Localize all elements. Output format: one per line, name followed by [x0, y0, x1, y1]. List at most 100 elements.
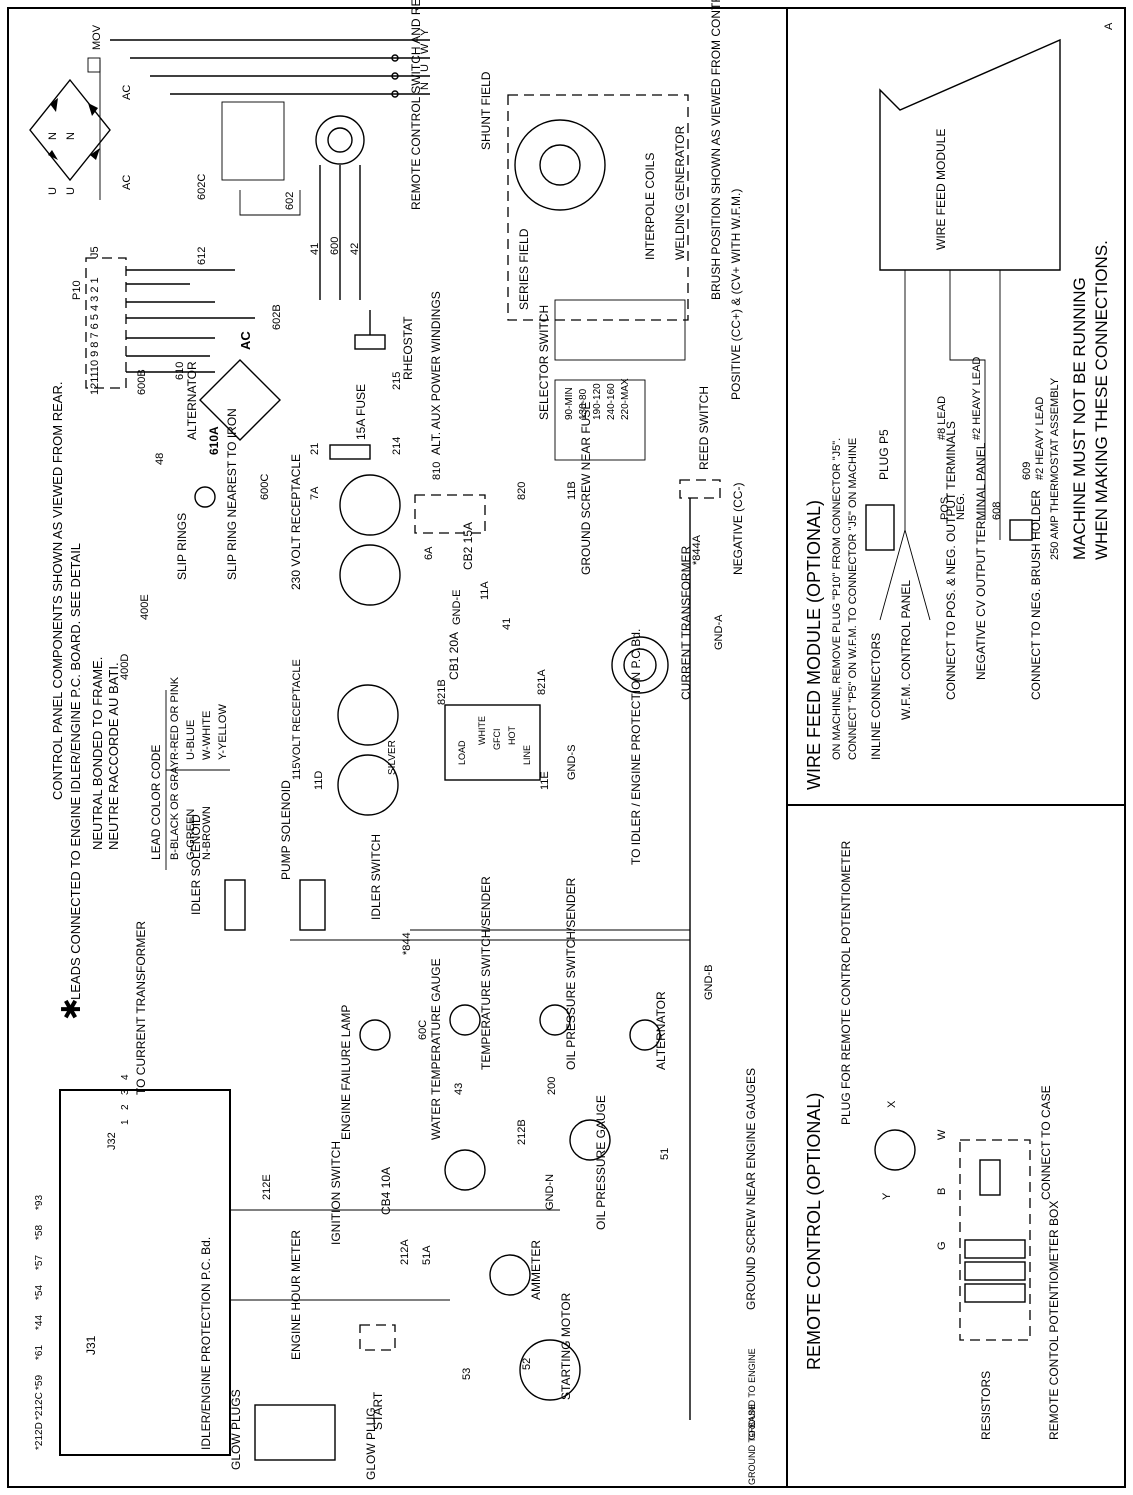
water-temp-gauge-label: WATER TEMPERATURE GAUGE	[429, 958, 443, 1140]
wire-48: 48	[154, 453, 166, 465]
engine-alternator-label: ALTERNATOR	[654, 991, 668, 1070]
wire-11e: 11E	[539, 771, 551, 790]
color-r: R-RED OR PINK	[169, 676, 181, 760]
warning-line-1: MACHINE MUST NOT BE RUNNING	[1070, 277, 1089, 560]
color-code-title: LEAD COLOR CODE	[149, 745, 163, 860]
wire-600: 600	[329, 237, 341, 255]
engine-failure-lamp-label: ENGINE FAILURE LAMP	[339, 1005, 353, 1140]
glow-plugs-label: GLOW PLUGS	[229, 1389, 243, 1470]
wire-43: 43	[453, 1083, 465, 1095]
color-b: B-BLACK OR GRAY	[169, 759, 181, 860]
series-field-label: SERIES FIELD	[517, 228, 531, 310]
wire-212b: 212B	[516, 1119, 528, 1145]
cb1-label: CB1 20A	[447, 632, 461, 680]
color-y: Y-YELLOW	[217, 704, 229, 760]
wire-600b: 600B	[136, 369, 148, 395]
connect-brush-label: CONNECT TO NEG. BRUSH HOLDER	[1029, 490, 1043, 700]
wire-212e: 212E	[261, 1174, 273, 1200]
engine-hour-meter-label: ENGINE HOUR METER	[289, 1230, 303, 1360]
wire-41-ground: 41	[501, 618, 513, 630]
ground-base-label: GROUND TO BASE	[747, 1404, 757, 1485]
wire-200: 200	[546, 1077, 558, 1095]
wire-600c: 600C	[259, 474, 271, 500]
wire-gnd-e: GND-E	[451, 590, 463, 625]
gfci-gfci: GFCI	[492, 729, 502, 751]
wire-feed-instruction-2: CONNECT "P5" ON W.F.M. TO CONNECTOR "J5"…	[847, 438, 859, 760]
receptacle-115v: CB1 20A 115VOLT RECEPTACLE SILVER LOAD W…	[119, 453, 578, 816]
idler-switch-label: IDLER SWITCH	[369, 834, 383, 920]
selector-pos-5: 220-MAX	[620, 378, 631, 420]
ground-screw-fuse-label: GROUND SCREW NEAR FUSE	[579, 402, 593, 575]
wire-821a: 821A	[536, 669, 548, 695]
remote-control-receptacle: REMOTE CONTROL SWITCH AND RECEPTACLE 602…	[221, 0, 423, 300]
p10-label: P10	[71, 280, 83, 300]
lead-2-label: #2 HEAVY LEAD	[971, 357, 983, 440]
remote-plug-label: PLUG FOR REMOTE CONTROL POTENTIOMETER	[839, 840, 853, 1125]
receptacle-230v-label: 230 VOLT RECEPTACLE	[289, 454, 303, 590]
oil-pressure-gauge-label: OIL PRESSURE GAUGE	[594, 1095, 608, 1230]
mov-bridge: MOV AC AC	[29, 24, 133, 200]
wire-609-label: 609	[1021, 462, 1033, 480]
wire-u-left-1: U	[47, 187, 59, 195]
to-idler-label: TO IDLER / ENGINE PROTECTION P.C.Bd.	[629, 629, 643, 865]
selector-switch: SELECTOR SWITCH 90-MIN 130-80 190-120 24…	[537, 305, 646, 461]
lead-2b-label: #2 HEAVY LEAD	[1034, 397, 1046, 480]
wire-810: 810	[431, 462, 443, 480]
selector-pos-1: 90-MIN	[564, 387, 575, 420]
remote-control-title: REMOTE CONTROL (OPTIONAL)	[804, 1093, 824, 1370]
wire-41: 41	[309, 243, 321, 255]
start-label: START	[371, 1391, 385, 1430]
j32-pin-4: 4	[120, 1074, 131, 1080]
wire-821b: 821B	[436, 679, 448, 705]
pos-label: POS.	[939, 494, 951, 520]
note-leads-connected: LEADS CONNECTED TO ENGINE IDLER/ENGINE P…	[68, 543, 83, 1000]
wire-n-top: N	[419, 82, 431, 90]
ignition-switch-label: IGNITION SWITCH	[329, 1141, 343, 1245]
to-ct-label: TO CURRENT TRANSFORMER	[134, 921, 148, 1095]
cb4-label: CB4 10A	[379, 1167, 393, 1215]
lead-8-label: #8 LEAD	[936, 396, 948, 440]
resistors-label: RESISTORS	[979, 1371, 993, 1440]
brush-position-note: BRUSH POSITION SHOWN AS VIEWED FROM CONT…	[709, 0, 723, 300]
color-g: G-GREEN	[185, 809, 197, 860]
j32-label: J32	[106, 1132, 118, 1150]
wire-602b: 602B	[271, 304, 283, 330]
fuse-label: 15A FUSE	[354, 384, 368, 440]
alternator-bridge: AC 610A 600C ALTERNATOR SLIP RINGS SLIP …	[175, 331, 281, 580]
wire-feed-module-label: WIRE FEED MODULE	[934, 129, 948, 250]
plug-p5-box	[865, 504, 895, 551]
wire-feed-module-section: WIRE FEED MODULE (OPTIONAL) ON MACHINE, …	[804, 38, 1111, 790]
resistor-1	[964, 1239, 1026, 1259]
negative-cv-label: NEGATIVE CV OUTPUT TERMINAL PANEL	[974, 442, 988, 680]
remote-pin-x: X	[886, 1100, 898, 1108]
silver-label: SILVER	[387, 740, 398, 775]
warning-line-2: WHEN MAKING THESE CONNECTIONS.	[1092, 240, 1111, 560]
wire-11d: 11D	[313, 771, 325, 790]
j31-pin-3: *59	[34, 1375, 45, 1390]
welding-generator: SHUNT FIELD SERIES FIELD INTERPOLE COILS…	[479, 0, 743, 400]
remote-box-outline	[959, 1139, 1031, 1341]
selector-pos-2: 130-80	[578, 388, 589, 420]
wire-400e: 400E	[139, 594, 151, 620]
j32-pin-3: 3	[120, 1089, 131, 1095]
wire-51a: 51A	[421, 1245, 433, 1265]
main-schematic: CONTROL PANEL COMPONENTS SHOWN AS VIEWED…	[29, 0, 758, 1485]
potentiometer	[979, 1159, 1001, 1196]
wire-608-label: 608	[991, 502, 1003, 520]
inline-connectors-label: INLINE CONNECTORS	[869, 633, 883, 760]
reed-switch-label: REED SWITCH	[697, 386, 711, 470]
wire-gnd-b: GND-B	[703, 965, 715, 1000]
wire-11b: 11B	[566, 481, 578, 500]
wire-50a: 53	[461, 1368, 473, 1380]
wire-feed-instruction-1: ON MACHINE, REMOVE PLUG "P10" FROM CONNE…	[831, 438, 843, 760]
negative-terminal-label: NEGATIVE (CC-)	[731, 483, 745, 575]
wire-844a: *844A	[691, 534, 703, 565]
j31-pin-8: *58	[34, 1225, 45, 1240]
p10-j5-connector: P10 J5 121110 9 8 7 6 5 4 3 2 1 612 602C…	[71, 174, 283, 395]
resistor-2	[964, 1261, 1026, 1281]
slip-ring-iron-label: SLIP RING NEAREST TO IRON	[225, 408, 239, 580]
rheostat: RHEOSTAT	[354, 310, 415, 380]
shunt-field-label: SHUNT FIELD	[479, 71, 493, 150]
selector-pos-3: 190-120	[592, 383, 603, 420]
